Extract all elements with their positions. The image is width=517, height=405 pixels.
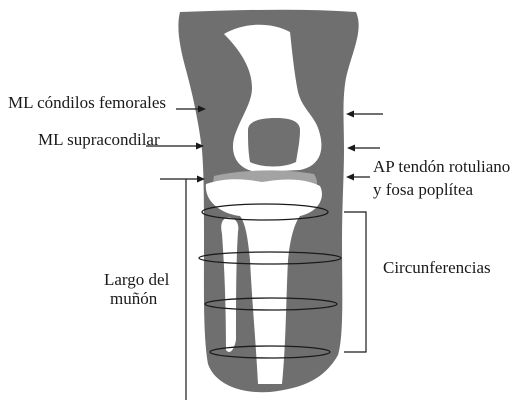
ap-arrowhead-right	[346, 174, 354, 181]
ml-supracondylar-arrowhead-right	[347, 145, 355, 152]
ml-condyles-arrowhead-right	[346, 111, 354, 118]
circumference-bracket	[344, 212, 366, 352]
label-circumferences: Circunferencias	[383, 258, 491, 277]
label-length-line-2: muñón	[110, 289, 158, 308]
intercondylar-notch	[248, 118, 300, 167]
label-ap-line-2: y fosa poplítea	[373, 180, 474, 199]
label-ap-line-1: AP tendón rotuliano	[373, 157, 510, 176]
label-ml-condyles: ML cóndilos femorales	[8, 93, 166, 112]
label-length-line-1: Largo del	[104, 270, 170, 289]
label-ml-supracondylar: ML supracondilar	[38, 130, 160, 149]
